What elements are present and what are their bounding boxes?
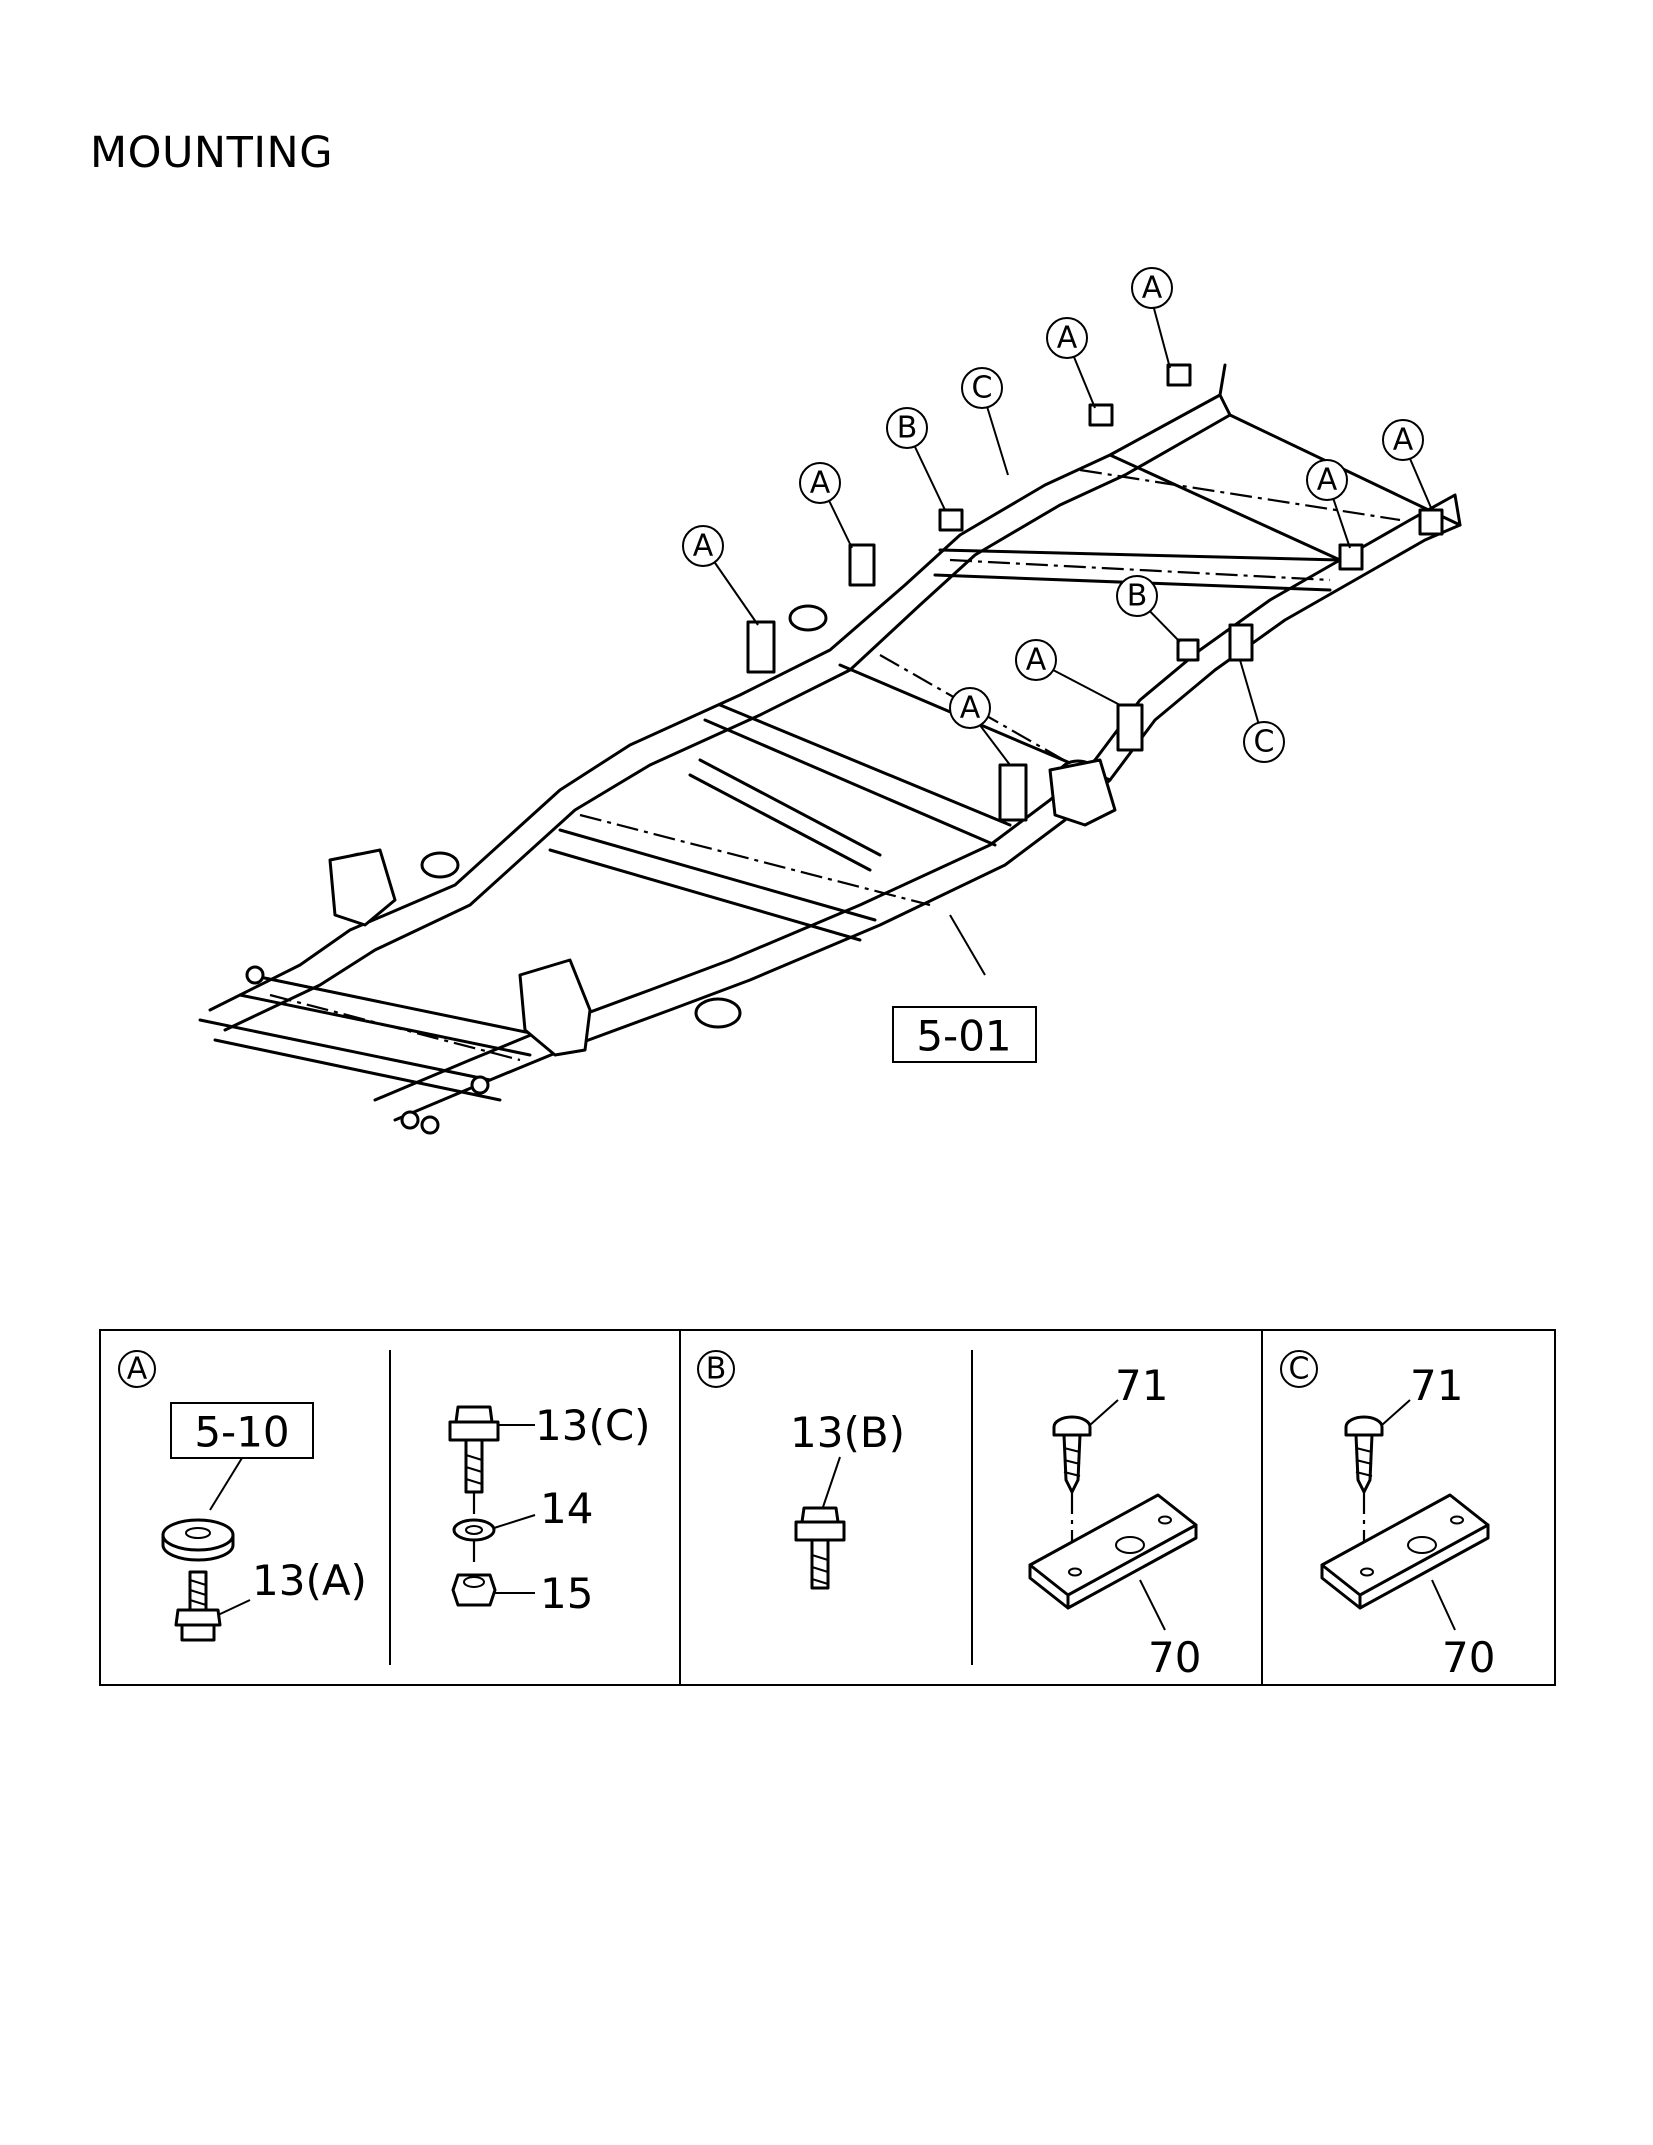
panel-a-reference-box: 5-10 [170, 1402, 314, 1459]
part-label-13a: 13(A) [252, 1556, 367, 1605]
callout-a: A [1046, 317, 1088, 359]
engine-mount [518, 958, 592, 1057]
svg-text:B: B [706, 1352, 727, 1387]
detail-panels [99, 1329, 1556, 1686]
nut-15-part [451, 1573, 497, 1607]
callout-c: C [1243, 721, 1285, 763]
svg-text:5-10: 5-10 [194, 1408, 289, 1457]
svg-text:A: A [960, 691, 981, 726]
callout-a: A [682, 525, 724, 567]
svg-text:B: B [897, 411, 918, 446]
body-mount-bracket [746, 620, 776, 674]
bolt-13a-part [174, 1570, 222, 1642]
svg-text:C: C [1254, 725, 1275, 760]
bolt-head [245, 965, 265, 985]
detail-panel-b: B 13(B) 71 70 [697, 1350, 1201, 1682]
part-label-70: 70 [1442, 1633, 1495, 1682]
callout-a: A [1306, 459, 1348, 501]
bolt-13c-part [448, 1405, 500, 1494]
part-label-71: 71 [1115, 1361, 1168, 1410]
svg-text:A: A [127, 1352, 148, 1387]
body-mount-bracket [1338, 543, 1364, 571]
body-mount-bracket [998, 763, 1028, 822]
bolt-head [420, 1115, 440, 1135]
frame-callouts: A A A A A A A A [682, 267, 1424, 763]
body-mount-bracket [848, 543, 876, 587]
body-mount-bracket [1116, 703, 1144, 752]
part-label-70: 70 [1148, 1633, 1201, 1682]
page-title: MOUNTING [90, 128, 334, 178]
svg-text:A: A [1393, 423, 1414, 458]
bolt-13b-part [794, 1506, 846, 1590]
bolt-head [400, 1110, 420, 1130]
part-label-71: 71 [1410, 1361, 1463, 1410]
part-label-13c: 13(C) [535, 1401, 651, 1450]
detail-panel-a: A 5-10 13(A) 13(C) [118, 1350, 651, 1642]
screw-71-part [1344, 1415, 1384, 1494]
callout-b: B [1116, 575, 1158, 617]
callout-b: B [886, 407, 928, 449]
panel-letter-a: A [118, 1350, 156, 1388]
callout-a: A [799, 462, 841, 504]
body-mount-bracket [1176, 638, 1200, 662]
svg-text:C: C [972, 371, 993, 406]
frame-reference-box: 5-01 [892, 1006, 1037, 1063]
part-label-14: 14 [540, 1484, 593, 1533]
callout-c: C [961, 367, 1003, 409]
callout-a: A [1140, 508, 1161, 543]
engine-mount [328, 848, 397, 927]
panel-letter-c: C [1280, 1350, 1318, 1388]
spring-hanger [420, 851, 460, 879]
chassis-frame-drawing [198, 363, 1462, 1135]
callout-a: A [949, 687, 991, 729]
svg-text:B: B [1127, 579, 1148, 614]
svg-text:5-01: 5-01 [916, 1012, 1011, 1061]
detail-panel-c: C 71 70 [1280, 1350, 1495, 1682]
callout-a: A [1382, 419, 1424, 461]
engine-mount [1048, 758, 1117, 827]
svg-text:A: A [1142, 271, 1163, 306]
part-label-13b: 13(B) [790, 1408, 905, 1457]
svg-text:A: A [1026, 643, 1047, 678]
plate-70-part [1028, 1493, 1198, 1610]
rubber-washer-part [161, 1518, 235, 1562]
part-label-15: 15 [540, 1569, 593, 1618]
panel-letter-b: B [697, 1350, 735, 1388]
screw-71-part [1052, 1415, 1092, 1494]
washer-14-part [452, 1518, 496, 1542]
svg-text:A: A [693, 529, 714, 564]
body-mount-bracket [938, 508, 964, 532]
svg-text:A: A [1057, 321, 1078, 356]
callout-a: A [1131, 267, 1173, 309]
spring-hanger [694, 997, 742, 1029]
body-mount-bracket [1418, 508, 1444, 536]
bolt-head [470, 1075, 490, 1095]
body-mount-bracket [1166, 363, 1192, 387]
body-mount-bracket [1088, 403, 1114, 427]
plate-70-part [1320, 1493, 1490, 1610]
spring-hanger [788, 604, 828, 632]
body-mount-bracket [1228, 623, 1254, 662]
svg-text:A: A [1317, 463, 1338, 498]
svg-text:C: C [1289, 1352, 1310, 1387]
svg-text:A: A [810, 466, 831, 501]
callout-a: A [1015, 639, 1057, 681]
